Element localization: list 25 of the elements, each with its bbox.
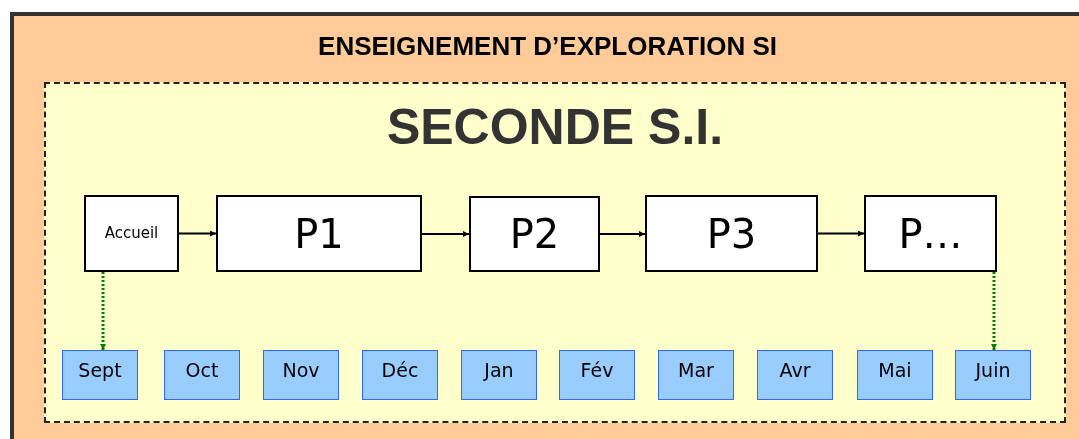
arrow [421,231,470,237]
month-box: Avr [757,350,833,400]
section-title: ENSEIGNEMENT D’EXPLORATION SI [317,33,778,59]
class-area [44,82,1066,423]
month-box: Fév [559,350,635,400]
month-box: Déc [362,350,438,400]
month-box: Nov [263,350,339,400]
arrow [178,230,217,237]
month-box: Juin [955,350,1031,400]
class-title: SECONDE S.I. [385,102,725,152]
month-box: Jan [461,350,537,400]
step-box: P2 [469,196,600,272]
step-box: P3 [645,195,818,272]
step-box: P… [864,195,997,272]
month-box: Oct [164,350,240,400]
step-box: P1 [216,195,422,272]
arrow [817,230,865,237]
month-box: Mar [658,350,734,400]
step-box: Accueil [84,195,179,272]
month-box: Sept [62,350,138,400]
arrow [599,231,646,237]
section-band [10,12,1079,439]
month-box: Mai [857,350,933,400]
arrow [100,272,106,350]
arrow [991,272,997,350]
